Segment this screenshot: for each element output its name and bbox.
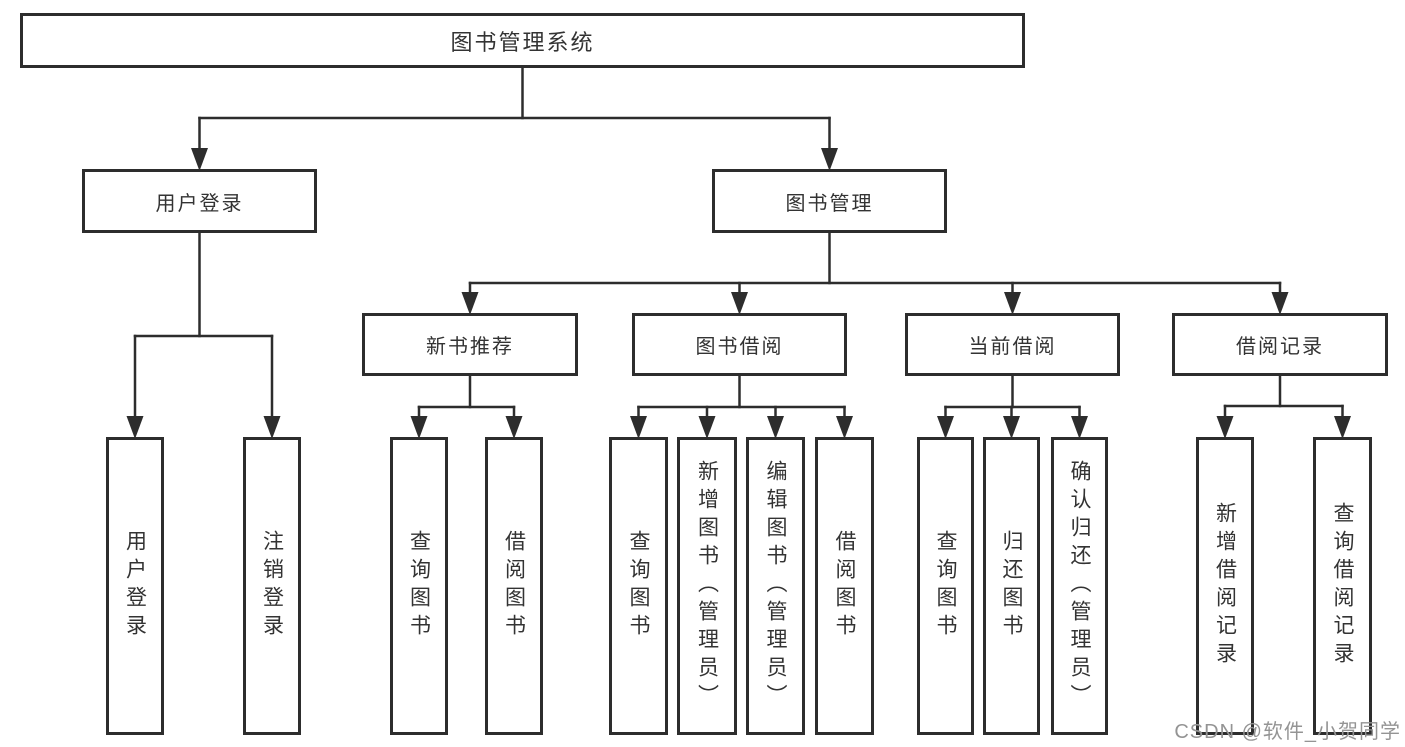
node-leaf-user-login: 用户登录 (106, 437, 164, 735)
node-leaf-query-book-1: 查询图书 (390, 437, 448, 735)
node-book-borrow: 图书借阅 (632, 313, 847, 376)
node-borrow-records: 借阅记录 (1172, 313, 1388, 376)
arrowhead-icon (1334, 416, 1351, 439)
arrowhead-icon (698, 416, 716, 439)
node-leaf-borrow-book-2: 借阅图书 (815, 437, 874, 735)
arrowhead-icon (505, 416, 523, 439)
node-book-mgmt: 图书管理 (712, 169, 947, 233)
node-current-borrow: 当前借阅 (905, 313, 1120, 376)
arrowhead-icon (821, 148, 838, 171)
node-leaf-logout: 注销登录 (243, 437, 301, 735)
arrowhead-icon (461, 292, 479, 315)
node-new-book-rec: 新书推荐 (362, 313, 578, 376)
arrowhead-icon (1004, 292, 1021, 315)
arrowhead-icon (731, 292, 748, 315)
node-leaf-query-record: 查询借阅记录 (1313, 437, 1372, 735)
node-leaf-add-book: 新增图书（管理员） (677, 437, 737, 735)
arrowhead-icon (836, 416, 853, 439)
arrowhead-icon (1216, 416, 1234, 439)
node-root: 图书管理系统 (20, 13, 1025, 68)
arrowhead-icon (937, 416, 954, 439)
arrowhead-icon (630, 416, 647, 439)
node-leaf-query-book-3: 查询图书 (917, 437, 974, 735)
node-leaf-return-book: 归还图书 (983, 437, 1040, 735)
node-leaf-add-record: 新增借阅记录 (1196, 437, 1254, 735)
arrowhead-icon (126, 416, 144, 439)
arrowhead-icon (767, 416, 784, 439)
node-leaf-edit-book: 编辑图书（管理员） (746, 437, 805, 735)
node-leaf-borrow-book-1: 借阅图书 (485, 437, 543, 735)
arrowhead-icon (1271, 292, 1289, 315)
arrowhead-icon (410, 416, 428, 439)
arrowhead-icon (1071, 416, 1088, 439)
arrowhead-icon (1003, 416, 1020, 439)
arrowhead-icon (263, 416, 281, 439)
node-user-login: 用户登录 (82, 169, 317, 233)
node-leaf-confirm-return: 确认归还（管理员） (1051, 437, 1108, 735)
node-leaf-query-book-2: 查询图书 (609, 437, 668, 735)
csdn-watermark: CSDN @软件_小贺同学 (1174, 721, 1401, 743)
arrowhead-icon (191, 148, 208, 171)
